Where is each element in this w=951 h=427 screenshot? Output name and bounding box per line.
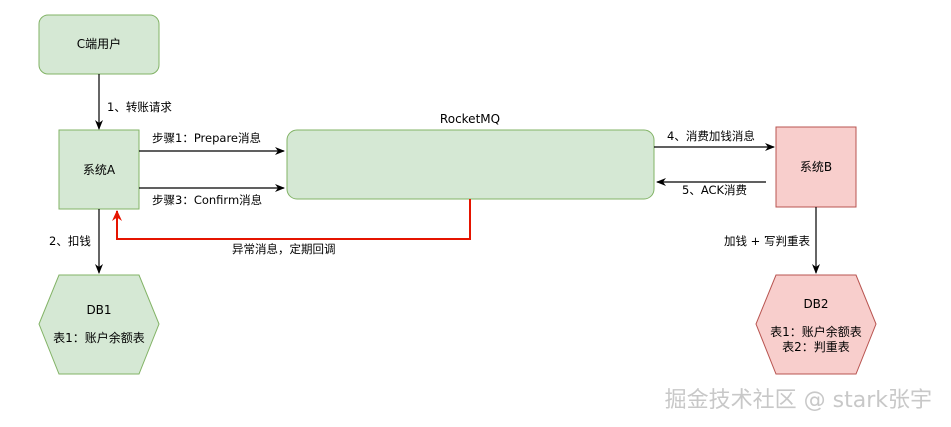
confirm-label: 步骤3：Confirm消息 <box>152 193 262 207</box>
rocketmq-node[interactable] <box>286 129 655 200</box>
system-a-node[interactable]: 系统A <box>58 129 140 210</box>
deduct-label: 2、扣钱 <box>49 234 91 248</box>
system-a-label: 系统A <box>83 163 116 177</box>
db2-node[interactable]: DB2 表1：账户余额表 表2：判重表 <box>755 274 877 375</box>
system-b-label: 系统B <box>800 160 832 174</box>
callback-label: 异常消息，定期回调 <box>232 242 336 256</box>
db1-node[interactable]: DB1 表1：账户余额表 <box>38 274 160 375</box>
db2-table2: 表2：判重表 <box>782 340 850 354</box>
watermark-text: 掘金技术社区 @ stark张宇 <box>665 388 932 413</box>
prepare-label: 步骤1：Prepare消息 <box>152 131 261 145</box>
db2-table1: 表1：账户余额表 <box>770 324 862 339</box>
transfer-request-label: 1、转账请求 <box>107 100 172 114</box>
db2-title: DB2 <box>803 297 828 311</box>
rocketmq-label: RocketMQ <box>440 112 500 126</box>
c-user-label: C端用户 <box>77 36 121 51</box>
db1-table1: 表1：账户余额表 <box>53 330 145 345</box>
c-user-node[interactable]: C端用户 <box>38 14 160 75</box>
db1-title: DB1 <box>86 303 111 317</box>
add-and-write-label: 加钱 + 写判重表 <box>724 234 810 248</box>
system-b-node[interactable]: 系统B <box>775 126 857 208</box>
ack-label: 5、ACK消费 <box>682 183 747 197</box>
consume-label: 4、消费加钱消息 <box>667 129 755 143</box>
callback-arrow <box>112 199 471 240</box>
